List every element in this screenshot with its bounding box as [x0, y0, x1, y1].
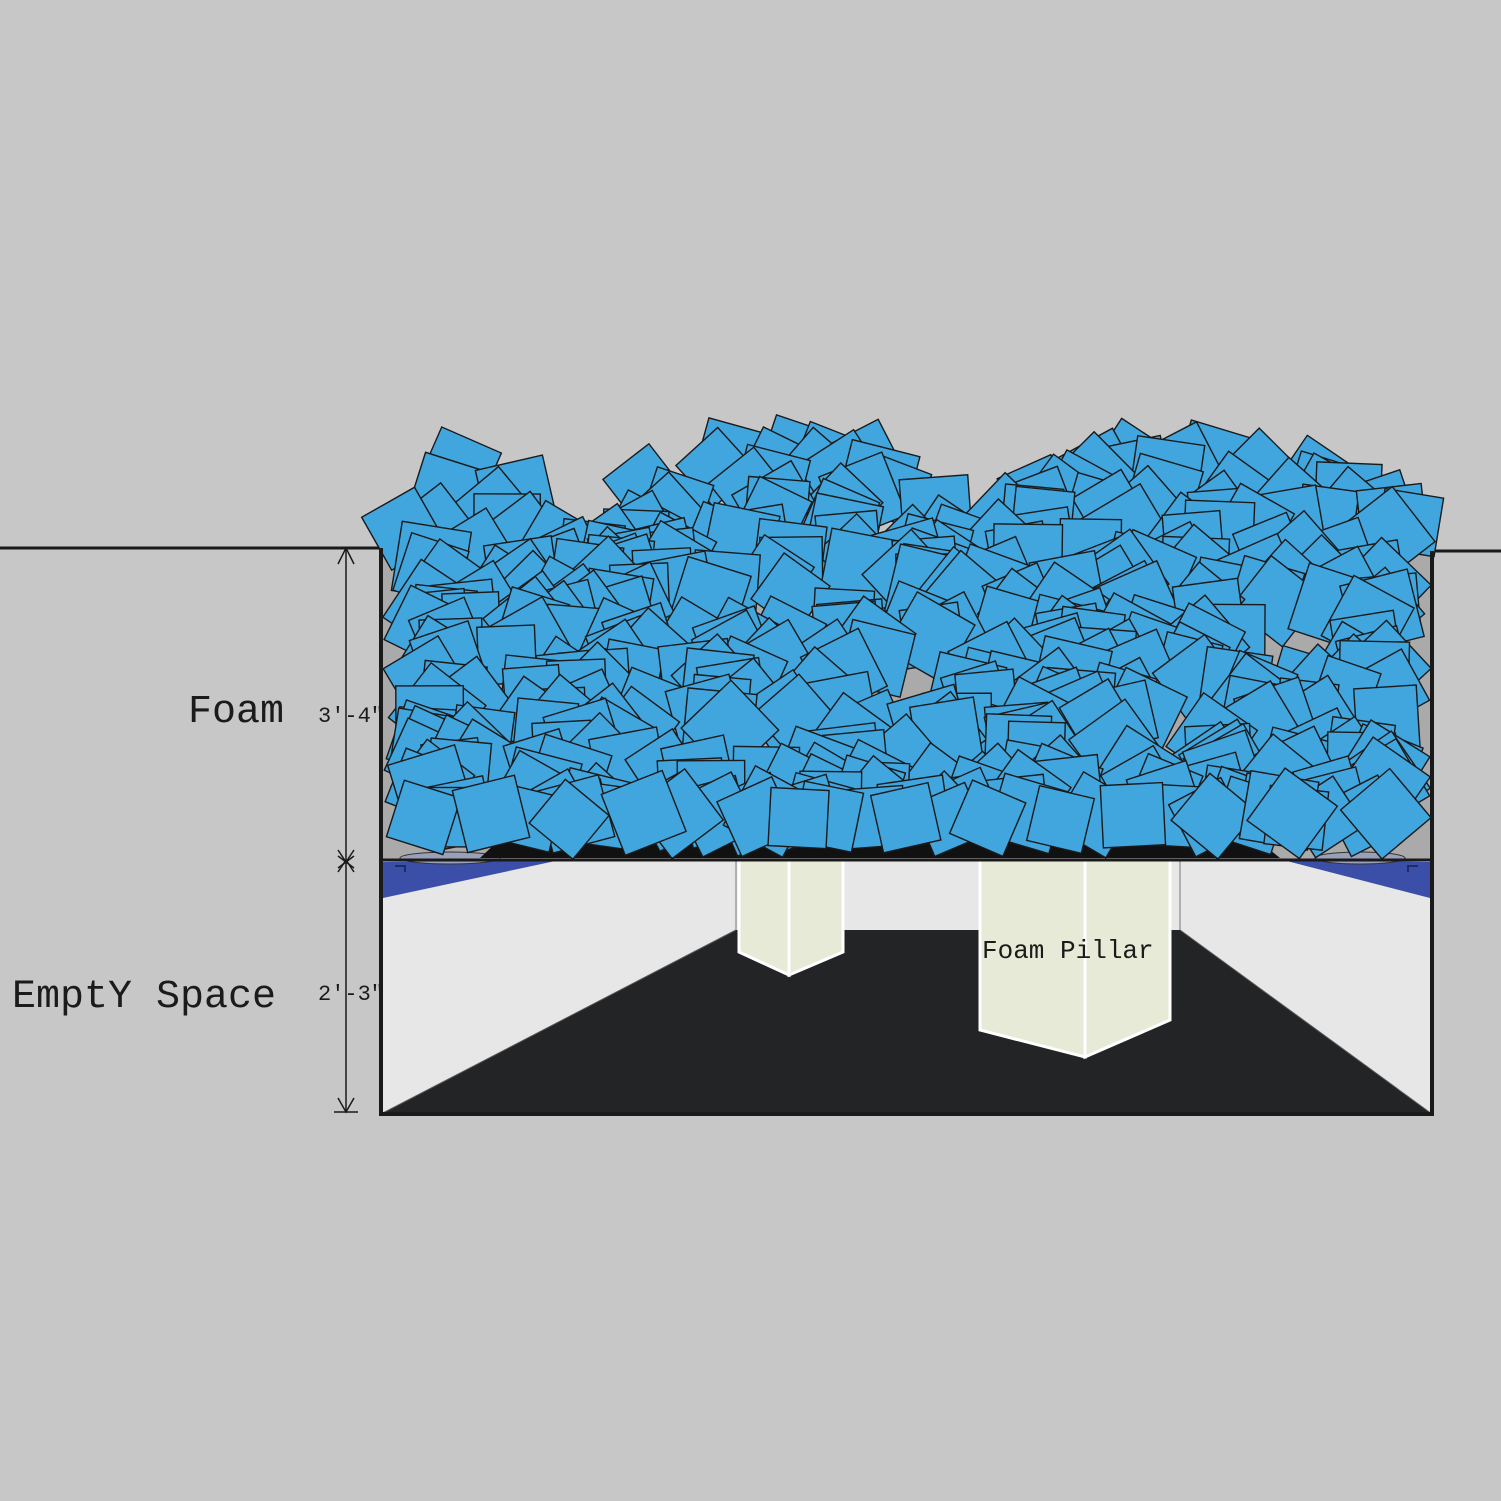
- vertical-dimension-arrow-icon: [334, 546, 358, 1114]
- foam-block: [1246, 767, 1339, 860]
- right-wall: [1180, 860, 1432, 1114]
- foam-pillar-right: [978, 858, 1172, 1060]
- foam-block: [1025, 784, 1096, 855]
- foam-block: [1339, 767, 1433, 861]
- foam-block: [600, 769, 688, 857]
- foam-block: [451, 774, 531, 854]
- foam-label: Foam: [188, 690, 284, 735]
- foam-block: [869, 781, 942, 854]
- foam-blocks: [360, 413, 1445, 861]
- foam-block: [1170, 772, 1258, 860]
- lower-chamber: [380, 860, 1433, 1115]
- foam-pillar-left: [737, 858, 845, 978]
- left-wall: [381, 860, 736, 1114]
- foam-block: [1099, 781, 1167, 849]
- foam-block: [528, 778, 611, 861]
- empty-space-label: EmptY Space: [12, 975, 276, 1020]
- empty-space-height-label: 2′-3″: [318, 982, 384, 1007]
- foam-block: [767, 786, 830, 850]
- foam-block: [948, 779, 1027, 858]
- foam-block: [385, 779, 462, 856]
- foam-pillar-label: Foam Pillar: [982, 936, 1154, 966]
- foam-height-label: 3′-4″: [318, 704, 384, 729]
- ground-line: [0, 546, 1501, 553]
- pit-outline: [379, 548, 1434, 1116]
